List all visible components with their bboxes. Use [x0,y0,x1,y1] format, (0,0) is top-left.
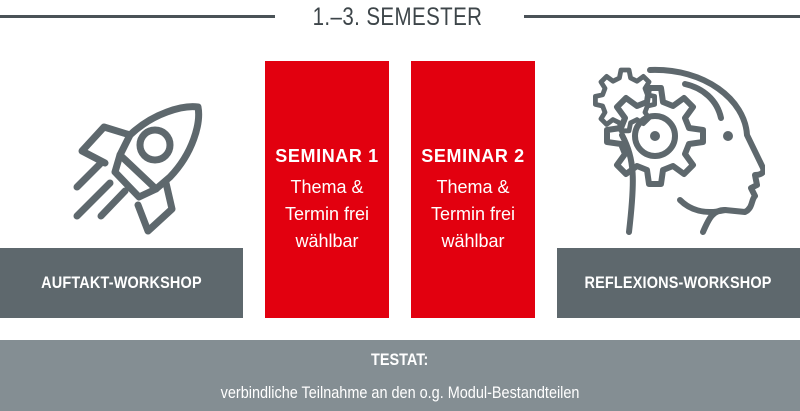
seminar-1-line: wählbar [295,231,359,251]
seminar-2-line: wählbar [441,231,505,251]
testat-description-text: verbindliche Teilnahme an den o.g. Modul… [220,383,580,402]
seminar-1-description: Thema & Termin frei wählbar [265,174,389,255]
head-gears-icon [592,66,765,235]
header-line-right [524,15,800,18]
seminar-2-line: Termin frei [430,204,515,224]
seminar-1-line: Termin frei [284,204,369,224]
testat-bar: TESTAT: verbindliche Teilnahme an den o.… [0,340,800,411]
seminar-1-box: SEMINAR 1 Thema & Termin frei wählbar [265,61,389,318]
seminar-2-line: Thema & [436,177,510,197]
seminar-1-title: SEMINAR 1 [275,146,379,166]
rocket-icon [73,103,203,235]
reflexions-workshop-box: REFLEXIONS-WORKSHOP [557,248,800,318]
seminar-1-line: Thema & [290,177,364,197]
seminar-2-box: SEMINAR 2 Thema & Termin frei wählbar [411,61,535,318]
seminar-2-title: SEMINAR 2 [421,146,525,166]
header-line-left [0,15,275,18]
testat-title-text: TESTAT: [371,350,429,369]
seminar-2-description: Thema & Termin frei wählbar [411,174,535,255]
auftakt-workshop-box: AUFTAKT-WORKSHOP [0,248,243,318]
reflexions-workshop-label: REFLEXIONS-WORKSHOP [584,273,773,292]
testat-description: verbindliche Teilnahme an den o.g. Modul… [0,383,800,403]
header-title: 1.–3. SEMESTER [312,3,483,31]
auftakt-workshop-label: AUFTAKT-WORKSHOP [41,273,202,292]
testat-title: TESTAT: [0,350,800,370]
